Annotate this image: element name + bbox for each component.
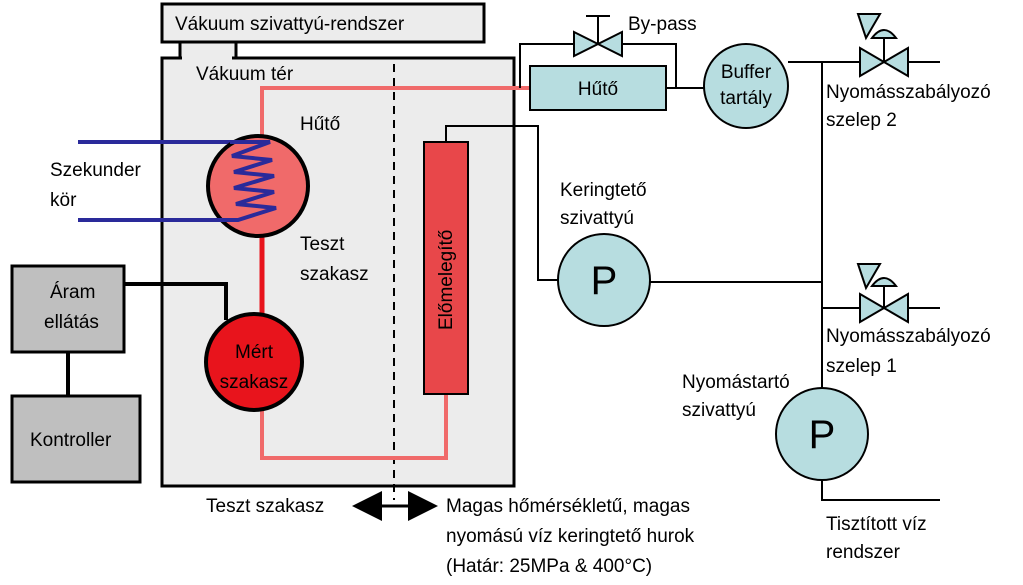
press-pump-label-1: Nyomástartó (682, 372, 790, 393)
purified-label-2: rendszer (826, 542, 901, 563)
valve-1-actuator (869, 277, 899, 287)
secondary-label-1: Szekunder (50, 160, 142, 181)
buffer-label-2: tartály (720, 88, 772, 109)
power-label-1: Áram (50, 282, 95, 303)
press-pump-symbol: P (809, 413, 836, 457)
bypass-label: By-pass (628, 14, 697, 35)
cooler-coil (200, 140, 277, 222)
vacuum-system-label: Vákuum szivattyú-rendszer (175, 14, 405, 35)
controller-label: Kontroller (30, 430, 112, 451)
power-supply-box (10, 264, 126, 354)
valve-2-label-1: Nyomásszabályozó (826, 82, 991, 103)
circ-pump-label-2: szivattyú (560, 208, 634, 229)
circ-pump-label-1: Keringtető (560, 180, 647, 201)
valve-2-flag (856, 13, 882, 41)
bottom-right-label-1: Magas hőmérsékletű, magas (446, 496, 690, 517)
preheater-feed-pipe (445, 125, 562, 281)
circ-pump-symbol: P (591, 259, 618, 303)
bottom-right-label-2: nyomású víz keringtető hurok (446, 526, 695, 547)
inner-cooler-label: Hűtő (300, 114, 340, 135)
bypass-pipe-right (616, 43, 677, 88)
buffer-label-1: Buffer (721, 62, 772, 83)
test-section-label-2: szakasz (300, 264, 369, 285)
measured-label-1: Mért (235, 342, 274, 363)
valve-2-actuator (869, 29, 899, 39)
preheater (423, 141, 469, 395)
inner-cooler (206, 134, 310, 238)
measured-section (204, 312, 304, 412)
power-label-2: ellátás (44, 312, 99, 333)
preheater-label: Előmelegítő (436, 230, 457, 330)
valve-1-label-2: szelep 1 (826, 356, 897, 377)
test-section-label-1: Teszt (300, 234, 345, 255)
power-cable (124, 282, 228, 320)
controller-box (10, 394, 142, 484)
vacuum-pump-system-box (160, 2, 486, 44)
press-pump-label-2: szivattyú (682, 400, 756, 421)
purified-water-pipe (821, 480, 940, 501)
measured-label-2: szakasz (220, 372, 289, 393)
bottom-left-label: Teszt szakasz (206, 496, 324, 517)
loop-top-pipe (260, 86, 530, 150)
purified-label-1: Tisztított víz (826, 514, 927, 535)
circulation-pump (557, 233, 651, 327)
valve-2-label-2: szelep 2 (826, 110, 897, 131)
secondary-label-2: kör (50, 190, 77, 211)
valve-1-flag (856, 263, 882, 291)
loop-bottom-pipe (260, 376, 448, 460)
valve-1-label-1: Nyomásszabályozó (826, 326, 991, 347)
vessel-opening (182, 55, 232, 61)
outer-cooler (529, 65, 667, 111)
outer-cooler-label: Hűtő (578, 79, 618, 100)
buffer-tank (703, 43, 789, 129)
bypass-pipe-left (519, 43, 580, 88)
bottom-right-label-3: (Határ: 25MPa & 400°C) (446, 556, 652, 577)
vacuum-space-label: Vákuum tér (196, 64, 294, 85)
